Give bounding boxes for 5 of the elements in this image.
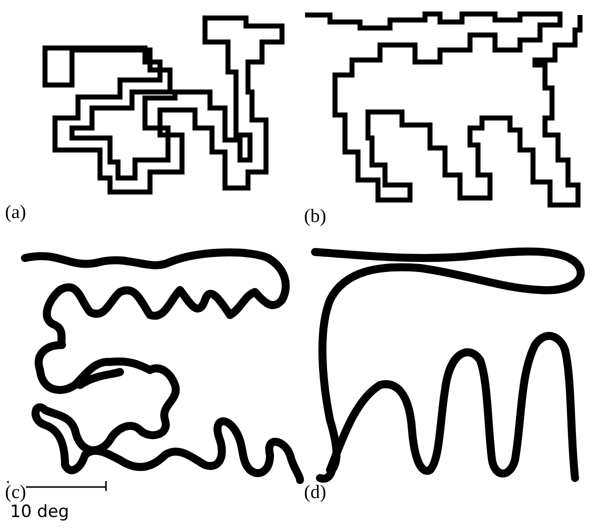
panel-label: (a) — [5, 203, 26, 222]
scale-label: 10 deg — [10, 504, 70, 521]
panel-label: (b) — [304, 207, 326, 226]
panel-label: (c) — [5, 483, 26, 502]
panel-label: (d) — [304, 483, 326, 502]
